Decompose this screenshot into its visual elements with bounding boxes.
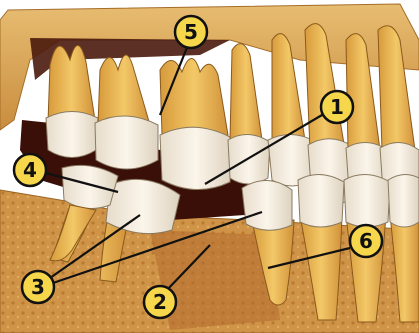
marker-3: 3	[22, 271, 54, 303]
marker-3-label: 3	[31, 275, 45, 299]
lower-molar-2-crown	[62, 165, 118, 208]
marker-2: 2	[144, 286, 176, 318]
marker-2-label: 2	[153, 290, 167, 314]
marker-6-label: 6	[359, 229, 373, 253]
marker-4-label: 4	[23, 158, 37, 182]
marker-5: 5	[175, 16, 207, 48]
marker-1-label: 1	[330, 95, 344, 119]
marker-1: 1	[321, 91, 353, 123]
lower-premolar-crown	[242, 180, 292, 230]
marker-4: 4	[14, 154, 46, 186]
marker-6: 6	[350, 225, 382, 257]
marker-5-label: 5	[184, 20, 198, 44]
